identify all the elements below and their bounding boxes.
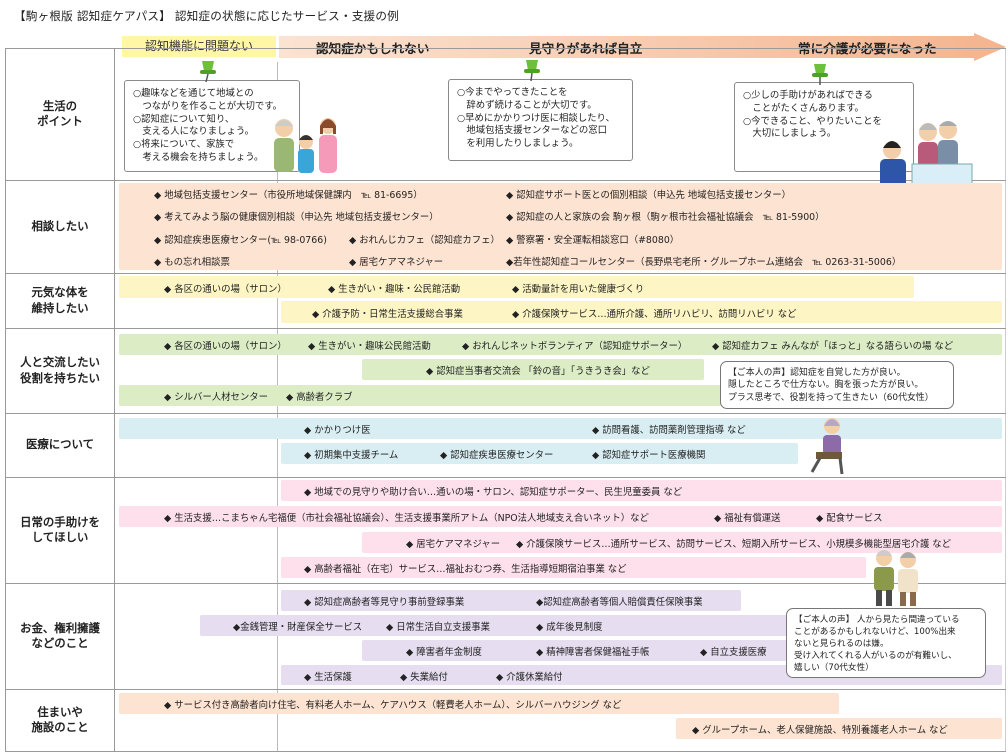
list-item: ◆ 介護保険サービス…通所サービス、訪問サービス、短期入所サービス、小規模多機能… [516, 539, 952, 550]
arrow-graphic [279, 33, 1006, 61]
list-item: ◆ 認知症疾患医療センター(℡ 98-0766) [154, 235, 327, 246]
list-item: ◆ 認知症高齢者等見守り事前登録事業 [304, 597, 465, 608]
social-band [362, 359, 704, 380]
list-item: ◆ 失業給付 [400, 672, 448, 683]
list-item: ◆ 地域包括支援センター（市役所地域保健課内 ℡ 81-6695） [154, 190, 423, 201]
list-item: ◆ 生きがい・趣味公民館活動 [308, 341, 431, 352]
list-item: ◆ 警察署・安全運転相談窓口（#8080） [506, 235, 680, 246]
life-point-note-2: ○今までやってきたことを 辞めず続けることが大切です。 ○早めにかかりつけ医に相… [448, 79, 633, 161]
pin-icon [812, 64, 828, 85]
voice-bubble-70s-woman: 【ご本人の声】 人から見たら間違っている ことがあるかもしれないけど、100%出… [786, 608, 986, 678]
list-item: ◆ 活動量計を用いた健康づくり [512, 284, 645, 295]
list-item: ◆若年性認知症コールセンター（長野県宅老所・グループホーム連絡会 ℡ 0263-… [506, 257, 902, 268]
elderly-couple-illustration [874, 550, 918, 606]
row-divider [5, 413, 1006, 414]
list-item: ◆ 初期集中支援チーム [304, 450, 399, 461]
row-divider [5, 273, 1006, 274]
list-item: ◆ グループホーム、老人保健施設、特別養護老人ホーム など [692, 725, 948, 736]
list-item: ◆ サービス付き高齢者向け住宅、有料老人ホーム、ケアハウス（軽費老人ホーム）、シ… [164, 700, 622, 711]
list-item: ◆ 介護保険サービス…通所介護、通所リハビリ、訪問リハビリ など [512, 309, 797, 320]
list-item: ◆ 認知症サポート医との個別相談（申込先 地域包括支援センター） [506, 190, 791, 201]
list-item: ◆ 居宅ケアマネジャー [406, 539, 501, 550]
list-item: ◆ 認知症疾患医療センター [440, 450, 554, 461]
health-band [281, 301, 1002, 323]
social-band [119, 334, 1002, 355]
social-band [119, 385, 759, 406]
list-item: ◆認知症高齢者等個人賠償責任保険事業 [536, 597, 703, 608]
row-divider [5, 751, 1006, 752]
row-label-consult: 相談したい [5, 180, 115, 273]
daily-band [281, 557, 866, 578]
life-point-note-3: ○少しの手助けがあればできる ことがたくさんあります。 ○今できること、やりたい… [734, 82, 914, 172]
list-item: ◆ かかりつけ医 [304, 425, 371, 436]
medical-band [281, 443, 798, 464]
list-item: ◆ 生活支援…こまちゃん宅福便（市社会福祉協議会）、生活支援事業所アトム（NPO… [164, 513, 649, 524]
housing-band [676, 718, 1002, 739]
table-frame [115, 48, 1006, 752]
pin-icon [524, 60, 540, 82]
list-item: ◆ 各区の通いの場（サロン） [164, 284, 287, 295]
row-divider [5, 583, 1006, 584]
list-item: ◆ 高齢者クラブ [286, 392, 353, 403]
housing-band [119, 693, 839, 714]
list-item: ◆ 日常生活自立支援事業 [386, 622, 490, 633]
list-item: ◆ シルバー人材センター [164, 392, 268, 403]
page-title: 【駒ヶ根版 認知症ケアパス】 認知症の状態に応じたサービス・支援の例 [14, 9, 399, 23]
list-item: ◆ 考えてみよう脳の健康個別相談（申込先 地域包括支援センター） [154, 212, 439, 223]
row-label-daily: 日常の手助けを してほしい [5, 477, 115, 583]
row-label-housing: 住まいや 施設のこと [5, 689, 115, 751]
life-point-note-1: ○趣味などを通じて地域との つながりを作ることが大切です。 ○認知症について知り… [124, 80, 300, 172]
medical-band [119, 418, 1002, 439]
list-item: ◆ 介護休業給付 [496, 672, 563, 683]
daily-band [362, 532, 1002, 553]
row-divider [5, 477, 1006, 478]
seated-woman-illustration [810, 418, 844, 475]
pin-icon [200, 61, 216, 83]
list-item: ◆ 障害者年金制度 [406, 647, 482, 658]
money-band [362, 640, 802, 661]
family-illustration [274, 118, 337, 173]
list-item: ◆ 各区の通いの場（サロン） [164, 341, 287, 352]
list-item: ◆ おれんじカフェ（認知症カフェ） [349, 235, 500, 246]
list-item: ◆ 自立支援医療 [700, 647, 767, 658]
list-item: ◆ 福祉有償運送 [714, 513, 781, 524]
list-item: ◆ 地域での見守りや助け合い…通いの場・サロン、認知症サポーター、民生児童委員 … [304, 487, 683, 498]
daily-band [281, 480, 1002, 501]
money-band [200, 615, 802, 636]
health-band [119, 276, 914, 298]
column-divider [277, 62, 278, 752]
list-item: ◆ 訪問看護、訪問薬剤管理指導 など [592, 425, 746, 436]
row-label-health: 元気な体を 維持したい [5, 273, 115, 328]
row-divider [5, 689, 1006, 690]
stage-label-normal: 認知機能に問題ない [122, 36, 276, 57]
daily-band [119, 506, 1002, 527]
row-divider [5, 48, 1006, 49]
list-item: ◆ もの忘れ相談票 [154, 257, 230, 268]
row-divider [5, 180, 1006, 181]
list-item: ◆ 精神障害者保健福祉手帳 [536, 647, 650, 658]
consult-band [119, 183, 1002, 270]
list-item: ◆ 認知症カフェ みんなが「ほっと」なる語らいの場 など [712, 341, 954, 352]
row-label-money: お金、権利擁護 などのこと [5, 583, 115, 689]
list-item: ◆ 生活保護 [304, 672, 352, 683]
list-item: ◆ 認知症サポート医療機関 [592, 450, 706, 461]
list-item: ◆ 高齢者福祉（在宅）サービス…福祉おむつ券、生活指導短期宿泊事業 など [304, 564, 627, 575]
list-item: ◆ 介護予防・日常生活支援総合事業 [312, 309, 463, 320]
list-item: ◆ 認知症当事者交流会 「鈴の音」「うきうき会」など [426, 366, 650, 377]
list-item: ◆金銭管理・財産保全サービス [233, 622, 363, 633]
list-item: ◆ 成年後見制度 [536, 622, 603, 633]
voice-bubble-60s-woman: 【ご本人の声】認知症を自覚した方が良い。 隠したところで仕方ない。胸を張った方が… [720, 361, 954, 409]
list-item: ◆ おれんじネットボランティア（認知症サポーター） [462, 341, 688, 352]
list-item: ◆ 認知症の人と家族の会 駒ヶ根（駒ヶ根市社会福祉協議会 ℡ 81-5900） [506, 212, 825, 223]
row-divider [5, 328, 1006, 329]
row-label-medical: 医療について [5, 413, 115, 477]
row-label-life-points: 生活の ポイント [5, 48, 115, 180]
money-band [281, 590, 741, 611]
row-label-social: 人と交流したい 役割を持ちたい [5, 328, 115, 413]
list-item: ◆ 生きがい・趣味・公民館活動 [328, 284, 461, 295]
list-item: ◆ 配食サービス [816, 513, 883, 524]
seniors-with-helper-illustration [880, 121, 973, 189]
list-item: ◆ 居宅ケアマネジャー [349, 257, 444, 268]
